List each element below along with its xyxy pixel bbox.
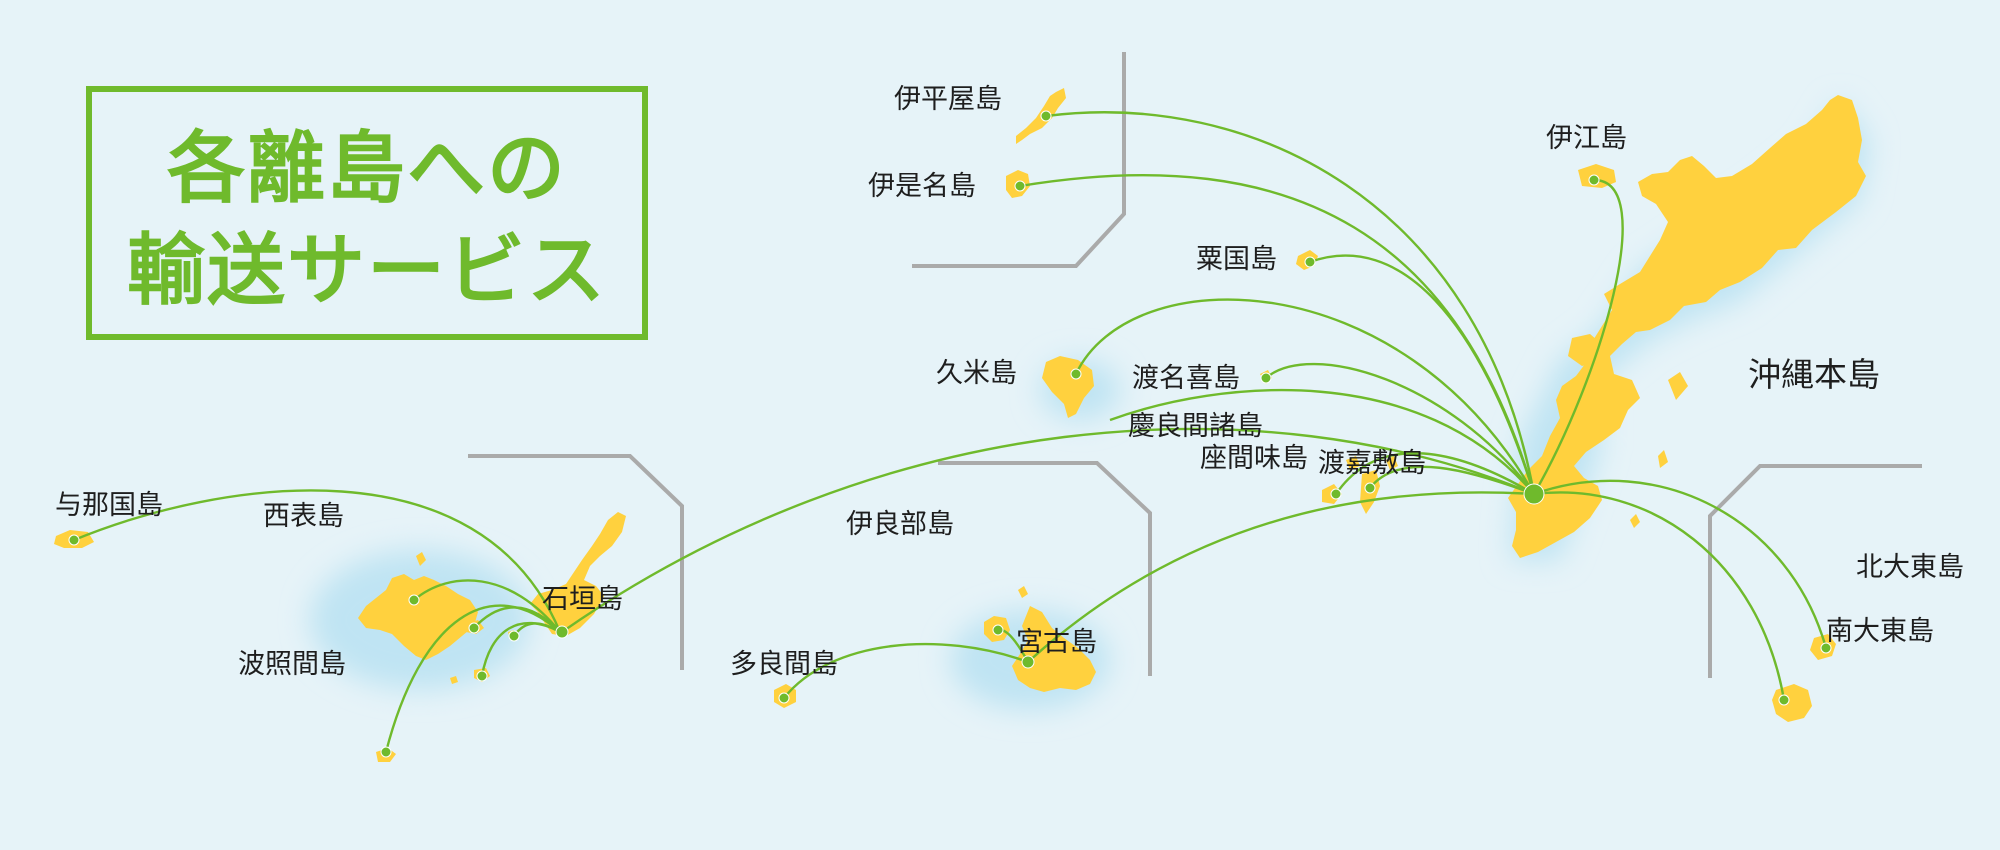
island-small-east-4 [1700, 190, 1716, 210]
divider-north [912, 52, 1126, 268]
island-okinawa [1508, 95, 1866, 558]
label-irabu: 伊良部島 [846, 509, 954, 540]
dot-okinawa-hub [1523, 483, 1545, 505]
route-aguni [1309, 254, 1536, 495]
divider-yaeyama [468, 454, 684, 670]
route-endpoints [68, 110, 1832, 758]
label-okinawa-main: 沖縄本島 [1748, 355, 1880, 394]
route-kume [1074, 298, 1536, 495]
label-izena: 伊是名島 [868, 171, 976, 202]
label-iheya: 伊平屋島 [894, 84, 1002, 115]
island-small-east-1 [1668, 372, 1688, 400]
label-miyako: 宮古島 [1016, 627, 1097, 658]
island-small-east-2 [1658, 450, 1668, 468]
label-kume: 久米島 [936, 358, 1017, 389]
divider-miyako [938, 461, 1152, 676]
route-kuroshima [480, 621, 561, 677]
island-kume [1042, 356, 1094, 418]
route-yonaguni [73, 489, 562, 633]
island-small-east-3 [1630, 514, 1640, 528]
route-hateruma [384, 604, 561, 753]
label-yonaguni: 与那国島 [55, 490, 163, 521]
route-iheya [1045, 111, 1536, 495]
title-box: 各離島への 輸送サービス [86, 86, 648, 340]
route-iriomote [413, 579, 561, 633]
route-ie [1532, 178, 1624, 495]
page-title-line2: 輸送サービス [126, 226, 607, 316]
route-ishigaki-main [561, 427, 1535, 633]
divider-daito [1708, 464, 1922, 678]
island-kerama-1 [1346, 456, 1360, 470]
route-minamidaito [1533, 479, 1828, 649]
label-tonaki: 渡名喜島 [1132, 363, 1240, 394]
route-kerama [1109, 388, 1535, 495]
route-tonaki [1265, 362, 1535, 495]
island-ikema [1018, 586, 1028, 598]
label-aguni: 粟国島 [1196, 244, 1277, 275]
label-kerama: 慶良間諸島 [1128, 411, 1263, 442]
label-ishigaki: 石垣島 [542, 584, 623, 615]
label-iriomote: 西表島 [263, 501, 344, 532]
island-kerama-2 [1386, 456, 1398, 470]
label-ie: 伊江島 [1546, 123, 1627, 154]
page-title-line1: 各離島への [166, 124, 567, 214]
route-zamami [1335, 452, 1535, 496]
island-iriomote-n [416, 552, 426, 566]
route-kitadaito [1533, 491, 1786, 701]
label-minamidaito: 南大東島 [1826, 616, 1934, 647]
label-tarama: 多良間島 [730, 649, 838, 680]
label-hateruma: 波照間島 [238, 649, 346, 680]
label-tokashiki: 渡嘉敷島 [1318, 448, 1426, 479]
region-dividers [468, 52, 1922, 678]
label-kitadaito: 北大東島 [1856, 552, 1964, 583]
route-tarama [783, 642, 1029, 699]
island-ishigaki [530, 512, 626, 636]
island-iriomote [358, 574, 478, 660]
island-aragusuku [450, 676, 458, 684]
label-zamami: 座間味島 [1200, 443, 1308, 474]
route-miyako-main [1027, 491, 1535, 663]
routes [73, 111, 1828, 753]
island-miyako [1012, 606, 1096, 692]
